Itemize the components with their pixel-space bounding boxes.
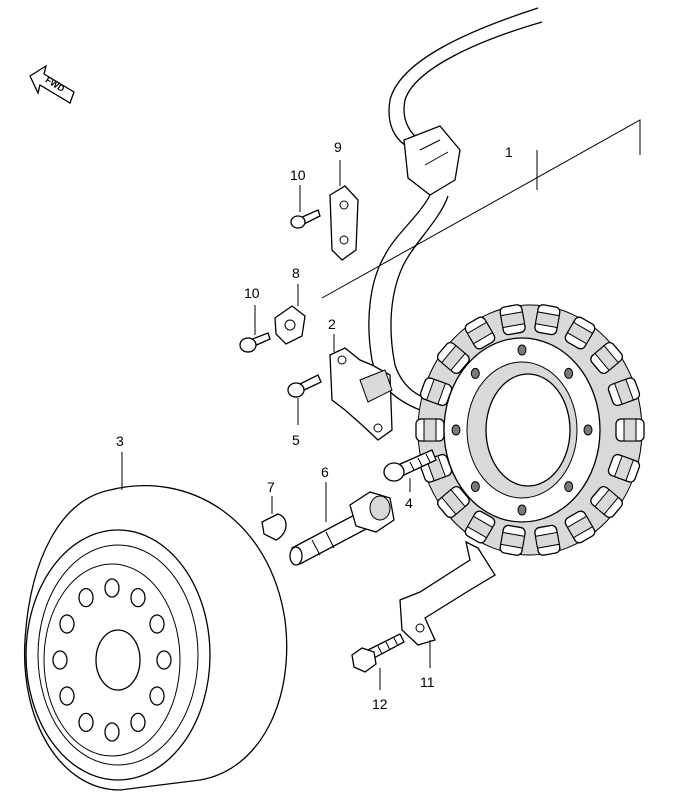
rotor-hole (78, 712, 94, 733)
stator-hole (564, 481, 574, 493)
part-4-bolt: 4 (383, 449, 437, 511)
rotor: 3 (23, 433, 288, 791)
stator-tooth (615, 418, 645, 442)
callout-7: 7 (267, 479, 275, 495)
stator-hole (470, 367, 480, 379)
part-8-clamp: 8 (274, 265, 306, 345)
stator-tooth (419, 377, 453, 407)
stator (415, 304, 645, 556)
part-7-key: 7 (261, 479, 287, 541)
part-1-leader: 1 (321, 119, 641, 299)
callout-4: 4 (405, 495, 413, 511)
stator-hole (451, 424, 461, 436)
stator-hole (517, 344, 527, 356)
callout-11: 11 (420, 674, 435, 690)
rotor-hole (52, 650, 68, 670)
part-2-bracket: 2 (328, 316, 393, 441)
stator-tooth (564, 316, 596, 350)
part-10-lower-screw: 10 (239, 285, 271, 353)
callout-12: 12 (372, 696, 388, 712)
stator-hole (564, 367, 574, 379)
stator-tooth (590, 485, 624, 519)
stator-tooth (590, 341, 624, 375)
wire-harness (368, 7, 543, 411)
part-10-upper-screw: 10 (290, 167, 321, 229)
callout-6: 6 (321, 464, 329, 480)
stator-tooth (499, 304, 526, 336)
callout-5: 5 (292, 432, 300, 448)
rotor-hole (59, 686, 75, 706)
stator-hole (470, 481, 480, 493)
callout-3: 3 (116, 433, 124, 449)
stator-tooth (415, 418, 445, 442)
part-11-bracket: 11 (399, 540, 496, 690)
callout-9: 9 (334, 139, 342, 155)
callout-10-upper: 10 (290, 167, 306, 183)
part-6-bolt: 6 (289, 464, 395, 566)
stator-tooth (534, 304, 561, 336)
rotor-hole (149, 614, 165, 634)
rotor-hole (149, 686, 165, 706)
callout-2: 2 (328, 316, 336, 332)
stator-tooth (607, 377, 641, 407)
rotor-hole (156, 650, 172, 670)
rotor-hole (78, 587, 94, 608)
callout-1: 1 (505, 144, 513, 160)
stator-tooth (436, 341, 470, 375)
rotor-hole (104, 578, 120, 598)
stator-tooth (534, 524, 561, 556)
part-9-plate: 9 (329, 139, 359, 261)
callout-8: 8 (292, 265, 300, 281)
part-5-screw: 5 (287, 374, 322, 448)
callout-10-lower: 10 (244, 285, 260, 301)
rotor-hole (130, 712, 146, 733)
stator-tooth (436, 485, 470, 519)
rotor-hole (59, 614, 75, 634)
stator-tooth (464, 316, 496, 350)
part-12-bolt: 12 (351, 633, 405, 712)
stator-tooth (564, 510, 596, 544)
rotor-hole (130, 587, 146, 608)
stator-tooth (464, 510, 496, 544)
fwd-arrow-icon: FWD (29, 64, 75, 104)
stator-hole (583, 424, 593, 436)
rotor-hole (104, 722, 120, 742)
stator-hole (517, 504, 527, 516)
stator-tooth (499, 524, 526, 556)
stator-tooth (607, 453, 641, 483)
